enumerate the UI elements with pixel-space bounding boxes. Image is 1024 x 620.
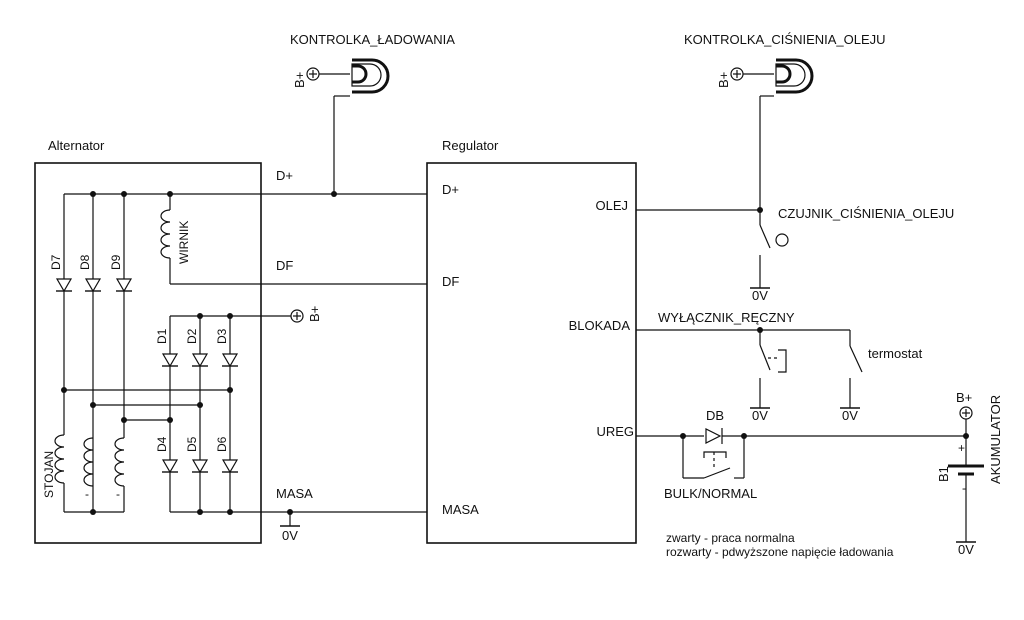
battery-label: AKUMULATOR (988, 395, 1003, 484)
ground-label: 0V (282, 528, 298, 543)
bplus-label: B+ (292, 72, 307, 88)
alternator-masa-label: MASA (276, 486, 313, 501)
manual-switch (759, 344, 771, 371)
charge-lamp (319, 58, 390, 194)
diode-d1-label: D1 (155, 328, 169, 344)
diode-d3-label: D3 (215, 328, 229, 344)
stator-coil (83, 437, 94, 487)
battery-plus-label: + (958, 441, 965, 455)
bulk-normal-label: BULK/NORMAL (664, 486, 757, 501)
stator-coil (114, 437, 125, 487)
battery-minus-label: - (962, 481, 966, 495)
alternator-dplus-label: D+ (276, 168, 293, 183)
diode-d8-label: D8 (78, 254, 92, 270)
bplus-label: B+ (716, 72, 731, 88)
ground-label: 0V (752, 408, 768, 423)
oil-lamp-label: KONTROLKA_CIŚNIENIA_OLEJU (684, 32, 886, 47)
manual-switch-label: WYŁĄCZNIK_RĘCZNY (658, 310, 795, 325)
alternator-title: Alternator (48, 138, 105, 153)
oil-sensor-label: CZUJNIK_CIŚNIENIA_OLEJU (778, 206, 954, 221)
diode-d2-label: D2 (185, 328, 199, 344)
regulator-box (426, 162, 637, 544)
ground-label: 0V (842, 408, 858, 423)
charge-lamp-label: KONTROLKA_ŁADOWANIA (290, 32, 455, 47)
diode-d6-label: D6 (215, 436, 229, 452)
stator-coil (54, 434, 65, 484)
ground-label: 0V (958, 542, 974, 557)
thermostat-label: termostat (868, 346, 923, 361)
note-open: rozwarty - pdwyższone napięcie ładowania (666, 545, 894, 559)
diode-d9-label: D9 (109, 254, 123, 270)
diode-db-icon (705, 428, 722, 444)
diode-d4-label: D4 (155, 436, 169, 452)
coil-minus-label: - (116, 487, 120, 501)
diode-d5-label: D5 (185, 436, 199, 452)
diode-d7-label: D7 (49, 254, 63, 270)
ground-label: 0V (752, 288, 768, 303)
bplus-label: B+ (956, 390, 972, 405)
alternator-box (34, 162, 262, 544)
regulator-title: Regulator (442, 138, 499, 153)
bulk-normal-switch (703, 467, 731, 479)
rotor-label: WIRNIK (177, 221, 191, 264)
oil-sensor-icon (775, 233, 789, 247)
regulator-ureg-label: UREG (596, 424, 634, 439)
alternator-df-label: DF (276, 258, 293, 273)
coil-minus-label: - (85, 487, 89, 501)
bplus-label: B+ (307, 306, 322, 322)
diode-db-label: DB (706, 408, 724, 423)
battery-b1-label: B1 (936, 466, 951, 482)
rotor-coil (160, 209, 171, 259)
regulator-df-label: DF (442, 274, 459, 289)
regulator-masa-label: MASA (442, 502, 479, 517)
note-closed: zwarty - praca normalna (666, 531, 795, 545)
oil-lamp (743, 58, 814, 210)
regulator-blokada-label: BLOKADA (569, 318, 631, 333)
oil-sensor-switch (759, 224, 771, 249)
thermostat-switch (849, 345, 863, 373)
regulator-dplus-label: D+ (442, 182, 459, 197)
stator-label: STOJAN (42, 451, 56, 498)
regulator-olej-label: OLEJ (595, 198, 628, 213)
